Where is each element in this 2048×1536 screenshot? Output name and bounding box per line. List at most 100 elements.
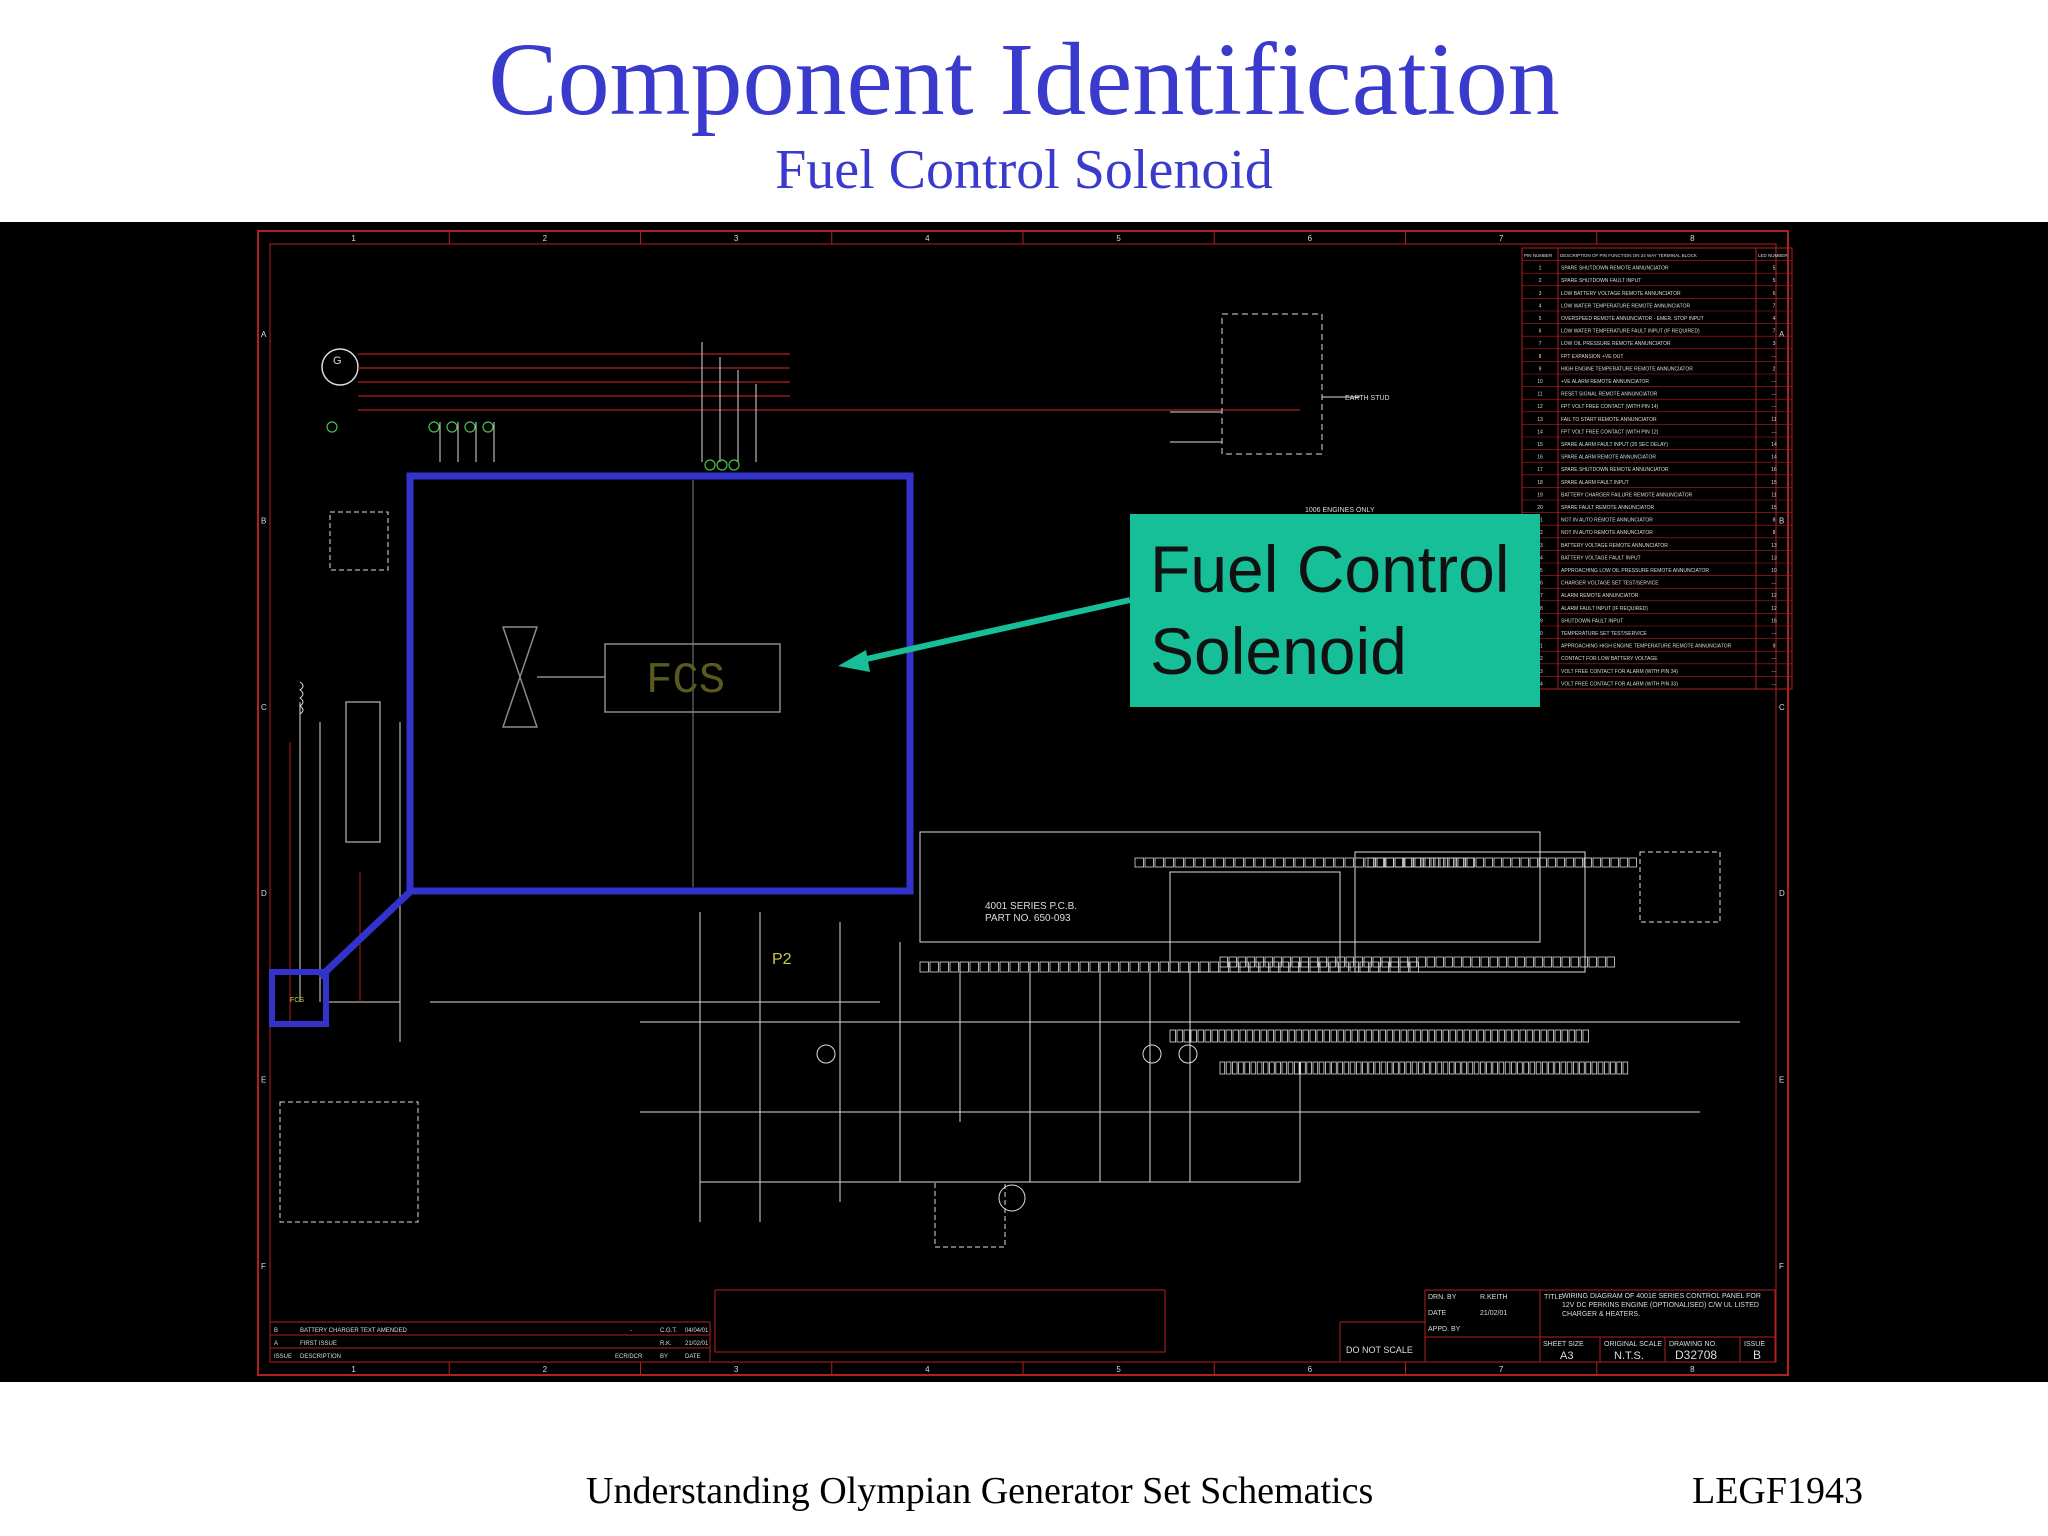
- pin-description-cell: ALARM REMOTE ANNUNCIATOR: [1561, 593, 1639, 599]
- terminal-box: [1374, 857, 1384, 868]
- issue-value: B: [1753, 1348, 1761, 1362]
- terminal-box: [1372, 1029, 1379, 1043]
- revision-header: BY: [660, 1354, 668, 1360]
- grid-row-label-left: B: [261, 517, 266, 526]
- terminal-box: [1232, 1029, 1239, 1043]
- terminal-box: [1312, 1061, 1319, 1075]
- terminal-box: [1144, 857, 1154, 868]
- svg-text:G: G: [333, 355, 342, 367]
- terminal-box: [1273, 956, 1282, 968]
- terminal-box: [1049, 961, 1059, 973]
- led-indicator-box: [1169, 871, 1341, 973]
- pin-table-header: PIN NUMBER: [1524, 253, 1553, 258]
- terminal-box: [1480, 956, 1489, 968]
- pin-number-cell: 15: [1537, 442, 1543, 448]
- terminal-box: [1334, 857, 1344, 868]
- terminal-box: [1463, 1029, 1470, 1043]
- terminal-box: [1489, 956, 1498, 968]
- fcs-component-tag: FCS: [646, 656, 725, 706]
- terminal-box: [1381, 956, 1390, 968]
- callout-label-line1: Fuel Control: [1150, 532, 1510, 606]
- grid-col-label-top: 6: [1308, 234, 1313, 243]
- terminal-box: [1568, 1029, 1575, 1043]
- terminal-box: [1466, 857, 1475, 868]
- terminal-box: [999, 961, 1009, 973]
- pin-number-cell: 32: [1537, 656, 1543, 662]
- terminal-box: [1244, 1061, 1250, 1075]
- pin-led-cell: 8: [1773, 530, 1776, 536]
- pin-led-cell: ---: [1772, 379, 1777, 385]
- terminal-box: [1390, 956, 1399, 968]
- revision-cell: C.G.T.: [660, 1328, 677, 1334]
- terminal-box: [1039, 961, 1049, 973]
- terminal-box: [1457, 857, 1466, 868]
- drn-by-value: R.KEITH: [1480, 1294, 1508, 1301]
- terminal-box: [1154, 857, 1164, 868]
- terminal-box: [1169, 1029, 1176, 1043]
- terminal-box: [1256, 1061, 1263, 1075]
- do-not-scale-label: DO NOT SCALE: [1346, 1345, 1413, 1355]
- terminal-box: [1455, 1061, 1461, 1075]
- terminal-box: [1119, 961, 1129, 973]
- footer-course-title: Understanding Olympian Generator Set Sch…: [586, 1470, 1374, 1512]
- terminal-box: [1470, 1029, 1477, 1043]
- grid-col-label-bottom: 1: [351, 1365, 356, 1374]
- terminal-box: [1604, 1061, 1610, 1075]
- terminal-box: [1554, 1061, 1560, 1075]
- magnetic-pickup-coil: [299, 681, 304, 715]
- terminal-box: [939, 961, 949, 973]
- terminal-box: [1274, 1029, 1281, 1043]
- pin-led-cell: 13: [1771, 543, 1777, 549]
- terminal-box: [1204, 857, 1214, 868]
- terminal-box: [1399, 1061, 1405, 1075]
- terminal-box: [1211, 1029, 1218, 1043]
- terminal-box: [1323, 1029, 1330, 1043]
- terminal-box: [1442, 1061, 1449, 1075]
- pin-description-cell: NOT IN AUTO REMOTE ANNUNCIATOR: [1561, 530, 1653, 536]
- generator-symbol: G: [321, 348, 359, 386]
- pin-led-cell: ---: [1772, 656, 1777, 662]
- fcs-small-tag: FCS: [290, 997, 304, 1004]
- callout-arrowhead-icon: [838, 650, 870, 672]
- terminal-box: [989, 961, 999, 973]
- pin-number-cell: 26: [1537, 581, 1543, 587]
- pin-led-cell: ---: [1772, 392, 1777, 398]
- pin-description-cell: CONTACT FOR LOW BATTERY VOLTAGE: [1561, 656, 1658, 662]
- terminal-box: [1209, 961, 1219, 973]
- terminal-box: [1281, 1061, 1288, 1075]
- terminal-box: [1379, 1029, 1386, 1043]
- revision-block: [269, 1321, 711, 1363]
- pin-number-cell: 17: [1537, 467, 1543, 473]
- terminal-box: [1218, 1029, 1225, 1043]
- terminal-box: [1337, 1029, 1344, 1043]
- terminal-box: [1504, 1061, 1511, 1075]
- terminal-box: [1246, 956, 1255, 968]
- revision-cell: BATTERY CHARGER TEXT AMENDED: [300, 1328, 407, 1334]
- terminal-box: [1364, 857, 1374, 868]
- pin-led-cell: 14: [1771, 455, 1777, 461]
- pin-description-cell: LOW OIL PRESSURE REMOTE ANNUNCIATOR: [1561, 341, 1671, 347]
- terminal-box: [1174, 857, 1184, 868]
- grid-col-label-top: 1: [351, 234, 356, 243]
- grid-row-label-left: C: [261, 703, 267, 712]
- terminal-box: [1344, 1029, 1351, 1043]
- terminal-box: [1535, 1061, 1542, 1075]
- terminal-box: [1421, 857, 1430, 868]
- terminal-box: [1368, 1061, 1374, 1075]
- terminal-box: [1197, 1029, 1204, 1043]
- scale-label: ORIGINAL SCALE: [1604, 1341, 1662, 1348]
- sheet-size-value: A3: [1560, 1350, 1573, 1362]
- terminal-box: [1337, 1061, 1343, 1075]
- pin-description-cell: BATTERY CHARGER FAILURE REMOTE ANNUNCIAT…: [1561, 492, 1693, 498]
- pin-number-cell: 31: [1537, 644, 1543, 650]
- pin-number-cell: 18: [1537, 480, 1543, 486]
- terminal-box: [1219, 956, 1228, 968]
- terminal-box: [1475, 857, 1484, 868]
- terminal-box: [1324, 857, 1334, 868]
- terminal-box: [1561, 1029, 1568, 1043]
- pin-number-cell: 33: [1537, 669, 1543, 675]
- terminal-box: [1588, 956, 1597, 968]
- pin-led-cell: 5: [1773, 266, 1776, 272]
- terminal-box: [1582, 1029, 1589, 1043]
